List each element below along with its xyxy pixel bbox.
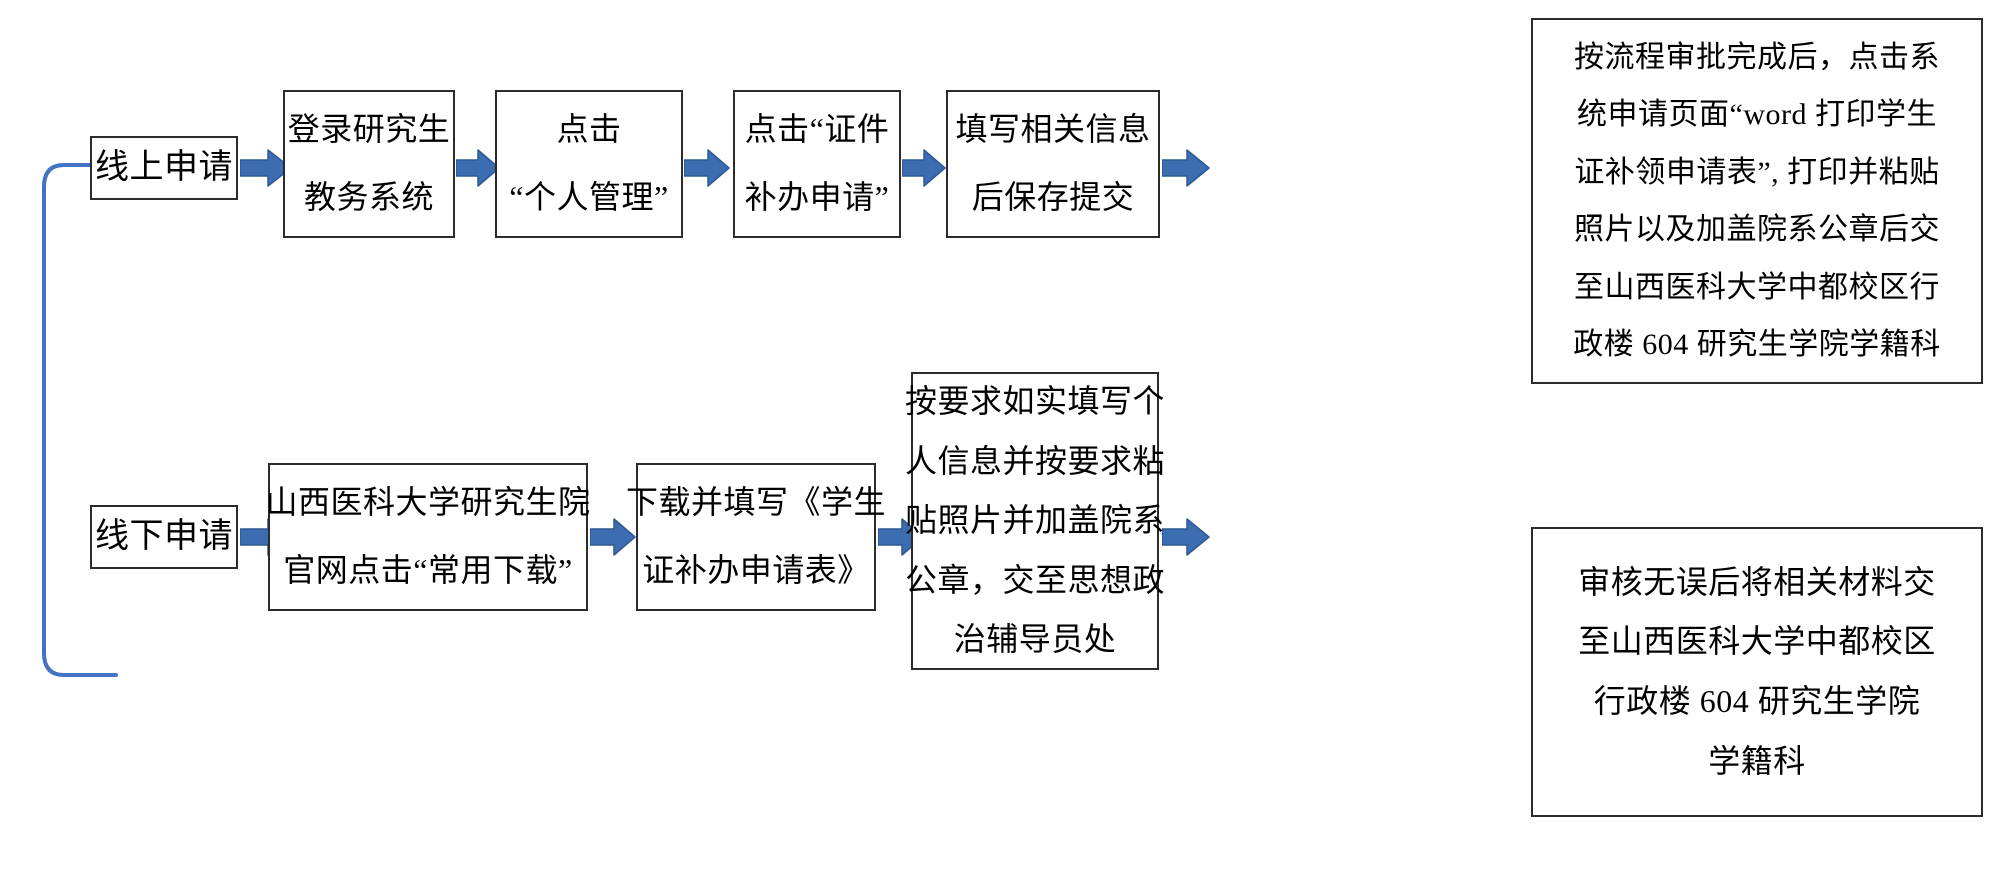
arrow-online-5	[1162, 148, 1210, 188]
node-line: 官网点击“常用下载”	[283, 552, 573, 588]
node-line: 至山西医科大学中都校区	[1578, 623, 1936, 660]
node-online-branch[interactable]: 线上申请	[90, 136, 238, 200]
node-offline-2[interactable]: 下载并填写《学生 证补办申请表》	[626, 463, 886, 611]
node-offline-3[interactable]: 按要求如实填写个 人信息并按要求粘 贴照片并加盖院系 公章，交至思想政 治辅导员…	[905, 372, 1165, 670]
node-offline-branch[interactable]: 线下申请	[90, 505, 238, 569]
node-line: 治辅导员处	[953, 621, 1117, 658]
node-line: 补办申请”	[744, 179, 890, 215]
node-line: 至山西医科大学中都校区行	[1574, 270, 1940, 304]
node-line: “个人管理”	[509, 179, 669, 215]
node-line: 贴照片并加盖院系	[905, 502, 1166, 539]
node-line: 公章，交至思想政	[905, 561, 1166, 598]
node-line: 填写相关信息	[955, 111, 1151, 148]
node-line: 证补办申请表》	[642, 552, 870, 588]
node-line: 按要求如实填写个	[905, 383, 1166, 420]
node-offline-4[interactable]: 审核无误后将相关材料交 至山西医科大学中都校区 行政楼 604 研究生学院 学籍…	[1531, 527, 1983, 817]
node-online-5[interactable]: 按流程审批完成后，点击系 统申请页面“word 打印学生 证补领申请表”, 打印…	[1531, 18, 1983, 384]
node-line: 审核无误后将相关材料交	[1578, 563, 1936, 600]
node-line: 点击	[556, 111, 622, 148]
node-line: 政楼 604 研究生学院学籍科	[1573, 328, 1941, 361]
node-line: 点击“证件	[744, 111, 890, 148]
node-label: 线上申请	[95, 149, 233, 187]
node-line: 登录研究生	[287, 111, 451, 148]
node-line: 学籍科	[1708, 742, 1806, 779]
node-line: 人信息并按要求粘	[905, 442, 1166, 479]
branch-bracket	[38, 155, 118, 685]
node-label: 线下申请	[95, 518, 233, 556]
node-line: 照片以及加盖院系公章后交	[1574, 213, 1940, 246]
node-line: 行政楼 604 研究生学院	[1593, 683, 1921, 719]
arrow-online-4	[902, 148, 946, 188]
node-line: 统申请页面“word 打印学生	[1577, 98, 1937, 131]
node-line: 教务系统	[303, 179, 434, 215]
node-online-2[interactable]: 点击 “个人管理”	[495, 90, 683, 238]
node-online-4[interactable]: 填写相关信息 后保存提交	[946, 90, 1160, 238]
node-online-3[interactable]: 点击“证件 补办申请”	[733, 90, 901, 238]
node-line: 山西医科大学研究生院	[265, 484, 591, 521]
node-line: 下载并填写《学生	[626, 484, 887, 521]
node-line: 后保存提交	[971, 179, 1135, 215]
arrow-offline-4	[1162, 517, 1210, 557]
node-offline-1[interactable]: 山西医科大学研究生院 官网点击“常用下载”	[265, 463, 591, 611]
node-online-1[interactable]: 登录研究生 教务系统	[283, 90, 455, 238]
node-line: 按流程审批完成后，点击系	[1574, 40, 1940, 74]
node-line: 证补领申请表”, 打印并粘贴	[1574, 155, 1940, 189]
arrow-online-3	[684, 148, 730, 188]
arrow-online-2	[456, 148, 500, 188]
arrow-online-1	[240, 148, 292, 188]
arrow-offline-2	[590, 517, 636, 557]
